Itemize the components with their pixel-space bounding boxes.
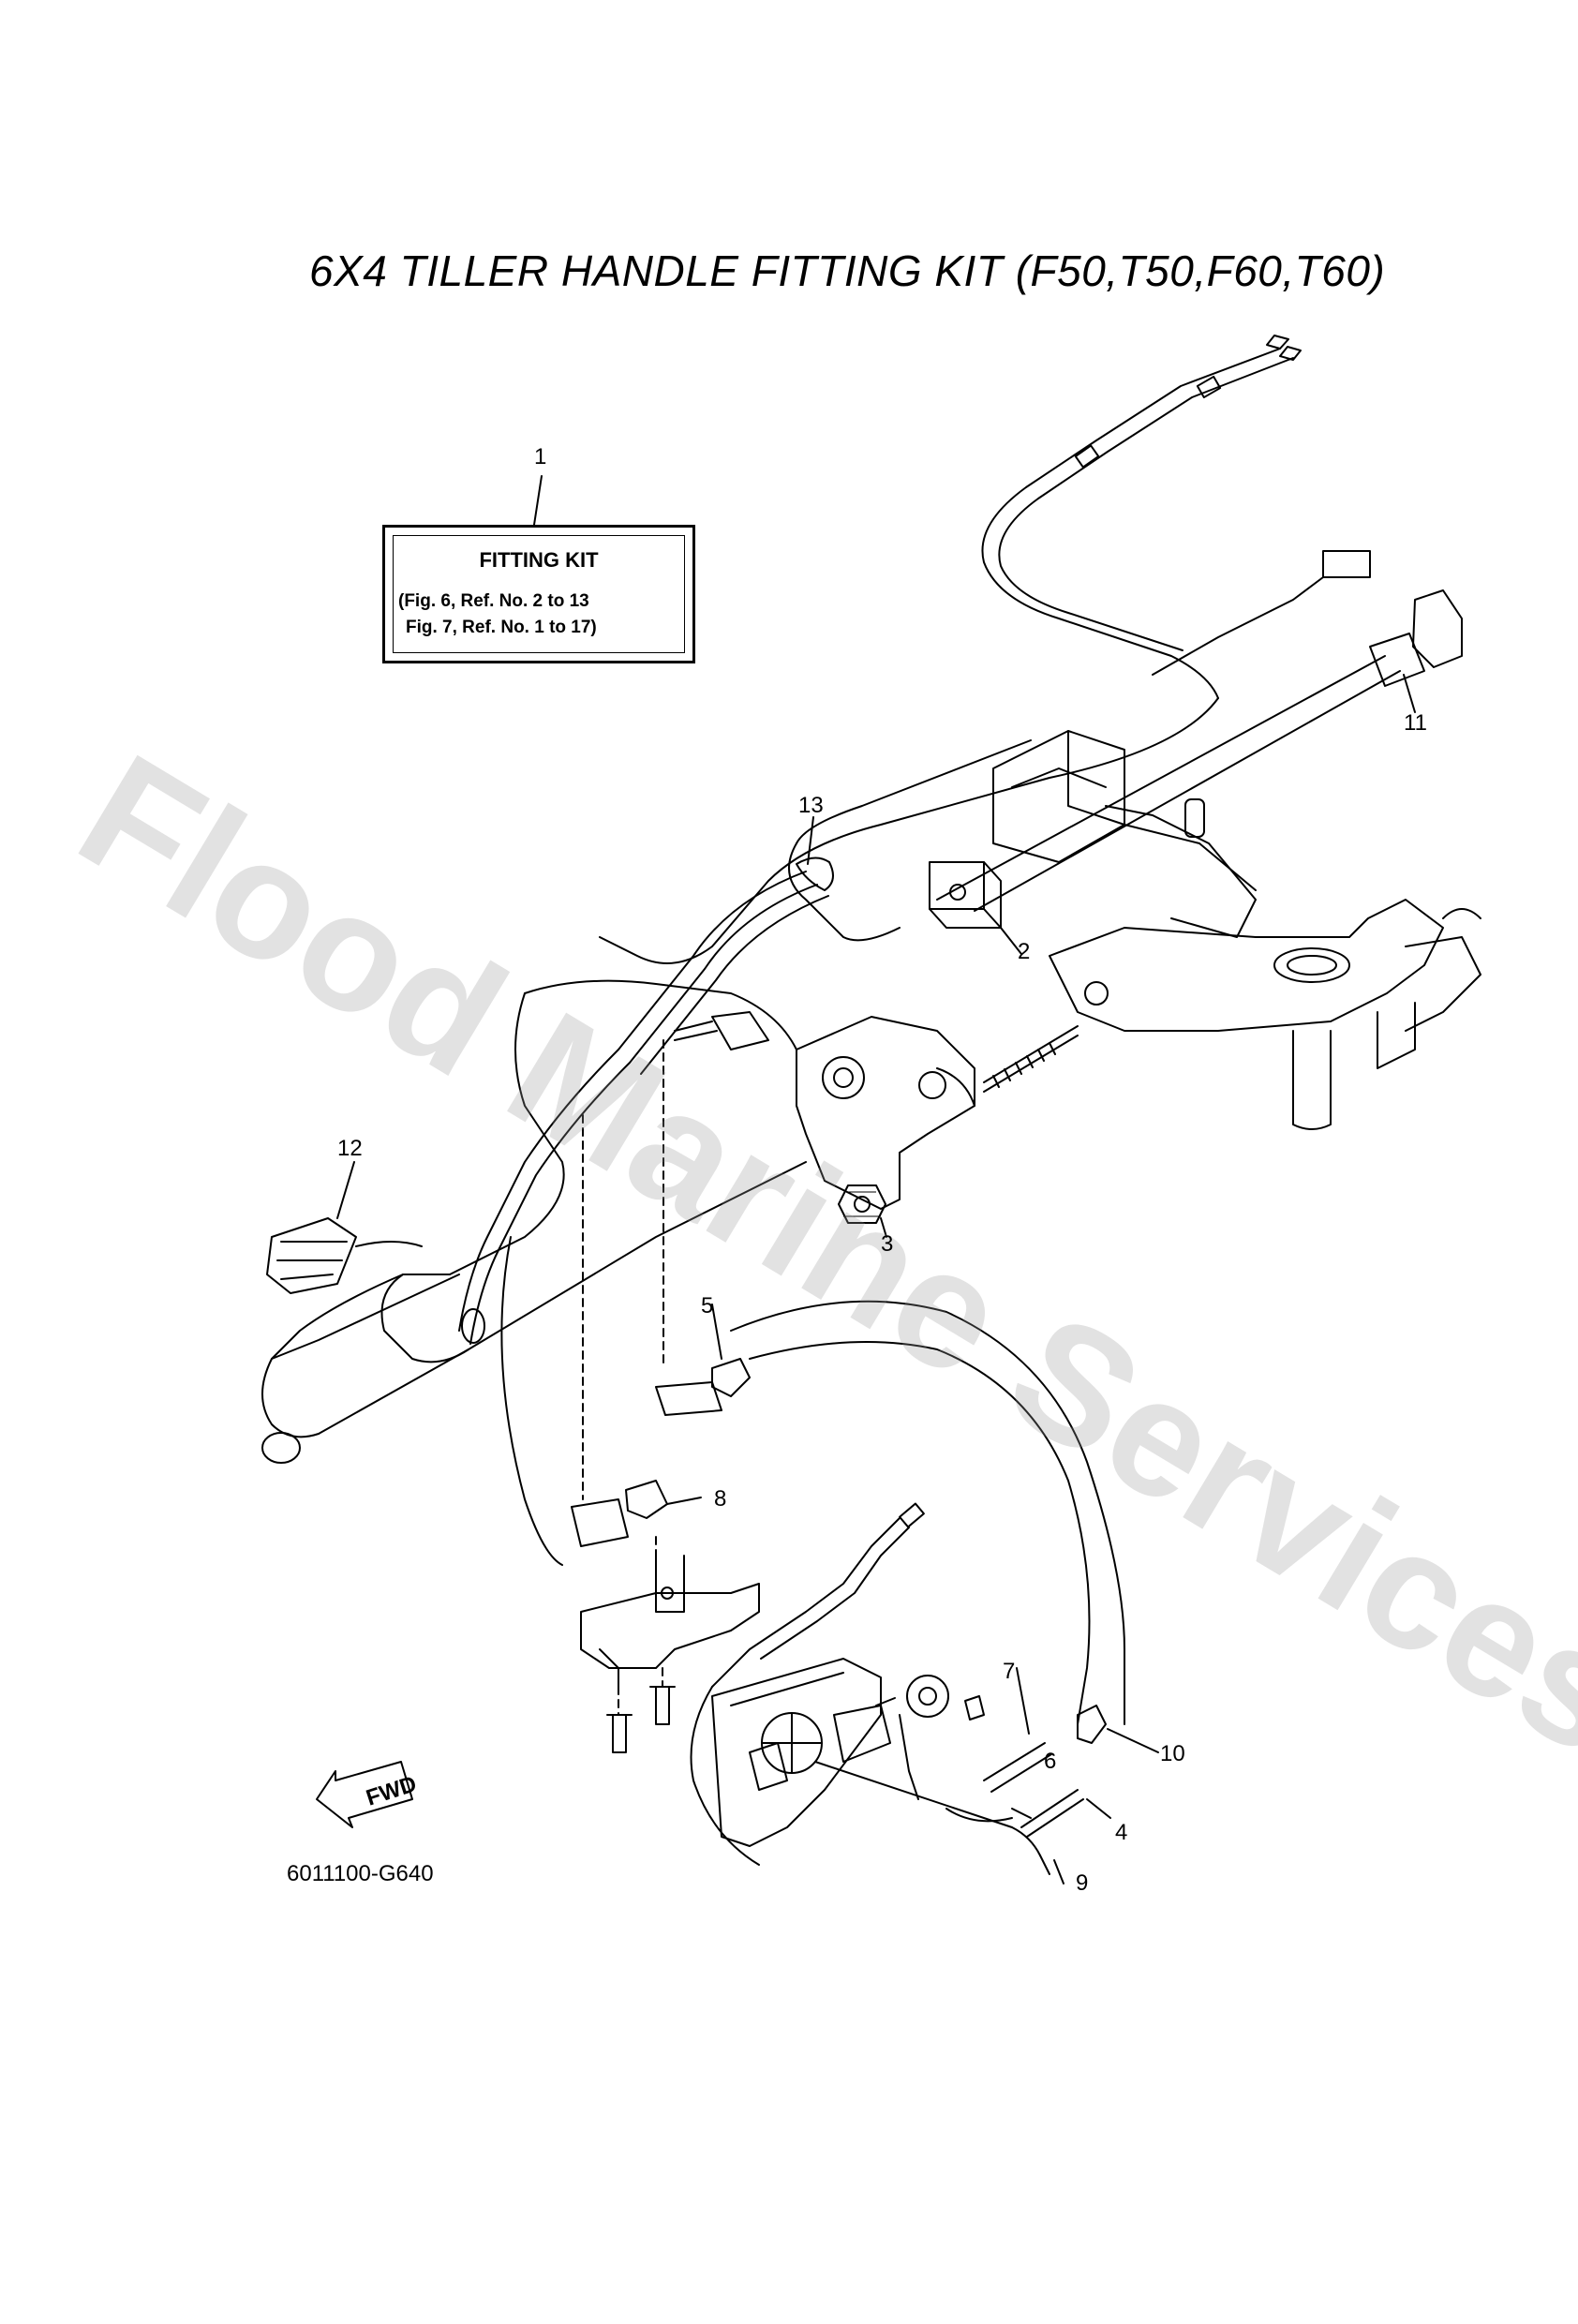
- diagram-code: 6011100-G640: [287, 1861, 434, 1886]
- callout-10: 10: [1160, 1741, 1185, 1766]
- callout-1: 1: [534, 444, 547, 469]
- fitting-kit-title: FITTING KIT: [479, 548, 599, 572]
- callout-11: 11: [1404, 710, 1427, 736]
- callout-9: 9: [1076, 1870, 1089, 1896]
- callout-5: 5: [701, 1293, 714, 1318]
- callout-12: 12: [337, 1136, 363, 1161]
- callout-6: 6: [1044, 1749, 1057, 1774]
- callout-8: 8: [714, 1486, 727, 1512]
- callout-4: 4: [1115, 1820, 1128, 1845]
- diagram-title: 6X4 TILLER HANDLE FITTING KIT (F50,T50,F…: [309, 246, 1386, 295]
- callout-7: 7: [1003, 1659, 1016, 1684]
- fitting-kit-box: FITTING KIT (Fig. 6, Ref. No. 2 to 13 Fi…: [382, 525, 695, 663]
- fitting-kit-line-1: (Fig. 6, Ref. No. 2 to 13: [398, 591, 589, 611]
- callout-2: 2: [1018, 939, 1031, 964]
- callout-3: 3: [881, 1231, 894, 1257]
- fitting-kit-line-2: Fig. 7, Ref. No. 1 to 17): [406, 618, 597, 637]
- callout-13: 13: [798, 793, 824, 818]
